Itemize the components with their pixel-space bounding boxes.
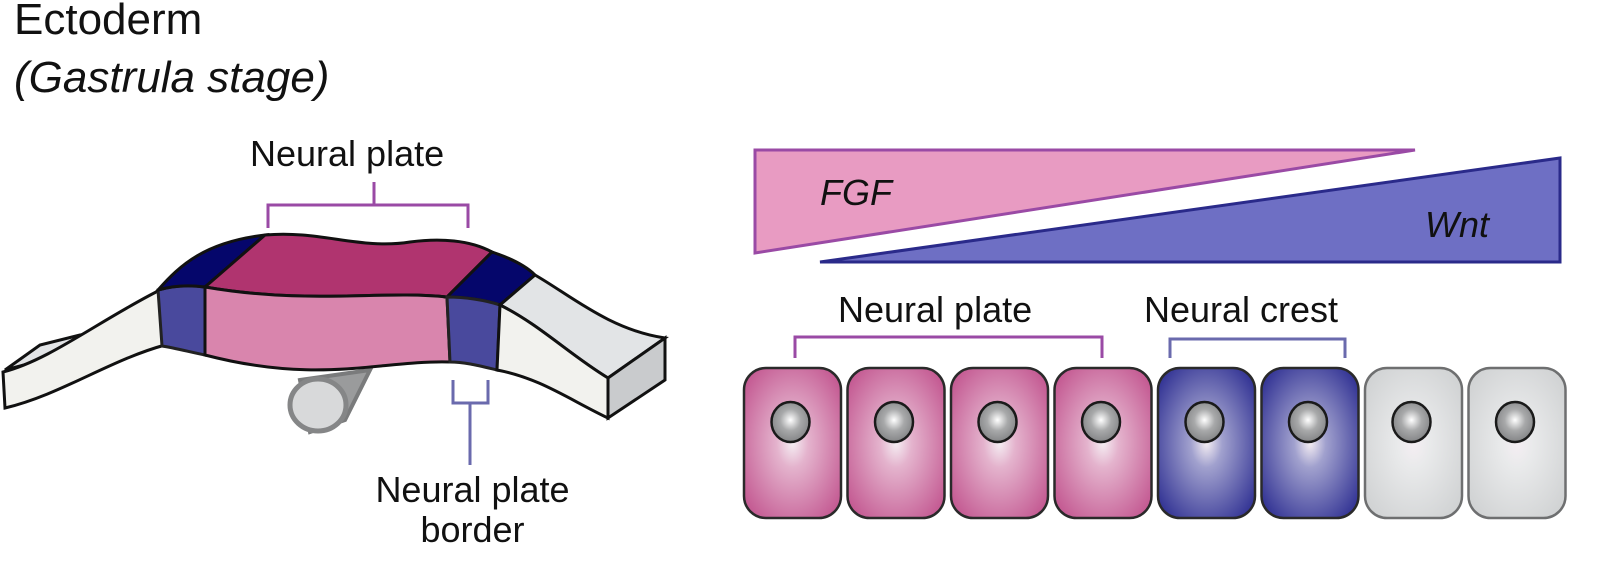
neural-plate-label-right: Neural plate bbox=[838, 289, 1033, 330]
cell-neural-plate bbox=[846, 366, 946, 520]
cell-body bbox=[1467, 366, 1567, 520]
cell-nucleus bbox=[1287, 400, 1329, 444]
neural-crest-label: Neural crest bbox=[1144, 289, 1339, 330]
cell-nucleus bbox=[1184, 400, 1225, 444]
cell-neural-crest bbox=[1260, 366, 1360, 520]
neural-plate-border-label: Neural plate border bbox=[355, 470, 590, 550]
ectoderm-slab-diagram bbox=[1, 182, 669, 465]
cell-body bbox=[846, 366, 946, 520]
notochord bbox=[287, 367, 374, 435]
cell-neural-plate bbox=[742, 366, 843, 520]
fgf-label: FGF bbox=[820, 172, 892, 213]
neural-plate-label-left: Neural plate bbox=[250, 133, 445, 174]
cell-body bbox=[1156, 366, 1257, 520]
neural-plate-bracket-right bbox=[793, 335, 1104, 358]
left-border-front bbox=[156, 284, 207, 357]
title: Ectoderm bbox=[14, 0, 203, 44]
cell-nucleus bbox=[1080, 400, 1122, 444]
cell-body bbox=[949, 366, 1050, 520]
wnt-label: Wnt bbox=[1425, 204, 1490, 245]
cell-body bbox=[742, 366, 843, 520]
neural-plate-bracket bbox=[266, 182, 470, 228]
cell-nucleus bbox=[977, 400, 1018, 444]
neural-plate-border-line2: border bbox=[420, 509, 525, 550]
neural-plate-front bbox=[203, 285, 452, 372]
subtitle: (Gastrula stage) bbox=[14, 53, 330, 102]
cell-body bbox=[1260, 366, 1360, 520]
cell-nucleus bbox=[1494, 400, 1536, 444]
cell-nucleus bbox=[873, 400, 915, 444]
neural-plate-border-line1: Neural plate bbox=[375, 469, 570, 510]
left-epidermis-front bbox=[1, 287, 167, 410]
cell-epidermis bbox=[1467, 366, 1567, 520]
right-border-front bbox=[445, 295, 502, 372]
cell-neural-plate bbox=[1053, 366, 1153, 520]
left-border-top bbox=[153, 232, 270, 293]
right-epidermis-end bbox=[606, 335, 667, 421]
cell-epidermis bbox=[1363, 366, 1464, 520]
cell-body bbox=[1363, 366, 1464, 520]
cell-neural-plate bbox=[949, 366, 1050, 520]
cell-nucleus bbox=[1391, 400, 1432, 444]
cell-neural-crest bbox=[1156, 366, 1257, 520]
neural-crest-bracket bbox=[1168, 337, 1347, 358]
cell-body bbox=[1053, 366, 1153, 520]
cell-nucleus bbox=[770, 400, 811, 444]
neural-plate-border-bracket bbox=[451, 380, 490, 465]
